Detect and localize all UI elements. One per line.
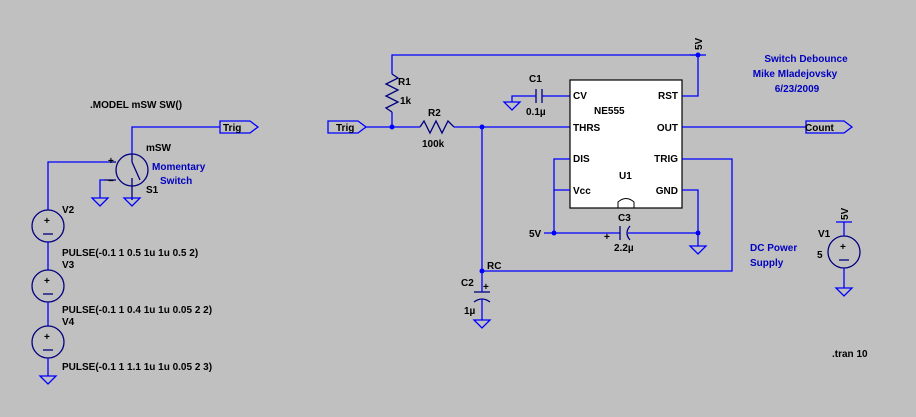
power-flag-5v-v1: 5V (840, 207, 851, 220)
power-flag-5v-top: 5V (694, 37, 705, 50)
ic-u1-ne555[interactable]: NE555 U1 CV THRS DIS Vcc RST OUT TRIG GN… (569, 79, 683, 209)
resistor-r2-value: 100k (422, 139, 445, 150)
ground-icon (688, 245, 708, 255)
resistor-r2-ref: R2 (428, 108, 441, 119)
wire-switch-plus-to-v2 (47, 161, 110, 210)
svg-text:+: + (44, 276, 50, 287)
ground-icon (38, 375, 58, 385)
net-label-trig-right-text: Trig (336, 123, 354, 134)
resistor-r1-ref: R1 (398, 77, 411, 88)
pin-thrs: THRS (573, 123, 601, 134)
ground-icon (472, 319, 492, 329)
power-note-line1: DC Power (750, 243, 797, 254)
model-directive: .MODEL mSW SW() (90, 100, 182, 111)
net-label-trig-left[interactable]: Trig (219, 120, 260, 134)
source-v1[interactable]: + V1 5 (817, 229, 861, 269)
junction-dot (695, 230, 701, 236)
net-label-count-text: Count (805, 123, 835, 134)
source-v4-value: PULSE(-0.1 1 1.1 1u 1u 0.05 2 3) (62, 362, 212, 373)
ground-icon (90, 197, 110, 207)
wire-switch-minus-gnd (99, 179, 104, 198)
title-note-line2: Mike Mladejovsky (753, 69, 838, 80)
source-v1-value: 5 (817, 250, 823, 261)
wire-gnd (682, 189, 699, 246)
svg-text:+: + (44, 332, 50, 343)
svg-text:+: + (840, 242, 846, 253)
net-label-trig-left-text: Trig (223, 123, 241, 134)
ic-part: NE555 (594, 106, 625, 117)
pin-gnd: GND (656, 186, 678, 197)
pin-dis: DIS (573, 154, 590, 165)
source-v1-ref: V1 (818, 229, 831, 240)
wire-5v-to-rst (682, 55, 699, 97)
switch-note-line2: Switch (160, 176, 192, 187)
capacitor-c1-ref: C1 (529, 74, 542, 85)
wire-switch-to-trig-label (131, 126, 220, 154)
tran-directive: .tran 10 (832, 349, 868, 360)
switch-plus: + (108, 156, 114, 167)
capacitor-c1-value: 0.1µ (526, 107, 546, 118)
ic-notch (617, 198, 635, 208)
wire-trig-to-rc (482, 158, 733, 272)
capacitor-c3-value: 2.2µ (614, 243, 634, 254)
switch-ref: S1 (146, 185, 159, 196)
capacitor-c2-plus: + (483, 282, 489, 293)
wire-v1-flag (836, 221, 852, 236)
net-label-trig-right[interactable]: Trig (327, 120, 368, 134)
ground-icon (834, 287, 854, 297)
source-v4-ref: V4 (62, 317, 75, 328)
source-v3-value: PULSE(-0.1 1 0.4 1u 1u 0.05 2 2) (62, 305, 212, 316)
capacitor-c3[interactable]: + C3 2.2µ (604, 213, 634, 254)
pin-trig: TRIG (654, 154, 678, 165)
ic-body (569, 79, 683, 209)
net-label-count[interactable]: Count (805, 120, 854, 134)
wire-c1-gnd (511, 95, 536, 102)
switch-note-line1: Momentary (152, 162, 206, 173)
ic-ref: U1 (619, 171, 632, 182)
switch-model: mSW (146, 143, 172, 154)
pin-out: OUT (657, 123, 678, 134)
title-note: Switch Debounce Mike Mladejovsky 6/23/20… (753, 54, 848, 95)
net-label-rc: RC (487, 261, 501, 272)
source-v4[interactable]: + V4 PULSE(-0.1 1 1.1 1u 1u 0.05 2 3) (31, 317, 212, 373)
capacitor-c2-value: 1µ (464, 306, 476, 317)
source-v2[interactable]: + V2 PULSE(-0.1 1 0.5 1u 1u 0.5 2) (31, 205, 198, 259)
pin-rst: RST (658, 91, 678, 102)
title-note-line1: Switch Debounce (764, 54, 848, 65)
capacitor-c2[interactable]: + C2 1µ (461, 278, 491, 317)
switch-minus: − (108, 176, 114, 187)
resistor-r2[interactable]: R2 100k (419, 108, 455, 150)
source-v3-ref: V3 (62, 260, 75, 271)
source-v2-ref: V2 (62, 205, 75, 216)
ground-icon (502, 101, 522, 111)
wire-5v-rail (391, 54, 698, 74)
wire-dis-to-vcc (553, 158, 570, 191)
capacitor-c3-ref: C3 (618, 213, 631, 224)
pin-vcc: Vcc (573, 186, 591, 197)
capacitor-c2-ref: C2 (461, 278, 474, 289)
ground-icon (122, 197, 142, 207)
power-note-line2: Supply (750, 258, 784, 269)
svg-text:+: + (44, 216, 50, 227)
capacitor-c3-plus: + (604, 232, 610, 243)
resistor-r1[interactable]: R1 1k (384, 73, 412, 113)
source-v3[interactable]: + V3 PULSE(-0.1 1 0.4 1u 1u 0.05 2 2) (31, 260, 212, 316)
pin-cv: CV (573, 91, 587, 102)
resistor-r1-value: 1k (400, 96, 412, 107)
title-note-line3: 6/23/2009 (775, 84, 820, 95)
source-v2-value: PULSE(-0.1 1 0.5 1u 1u 0.5 2) (62, 248, 198, 259)
switch-s1[interactable]: + − mSW S1 Momentary Switch (104, 143, 206, 200)
net-label-5v-vcc: 5V (529, 229, 542, 240)
